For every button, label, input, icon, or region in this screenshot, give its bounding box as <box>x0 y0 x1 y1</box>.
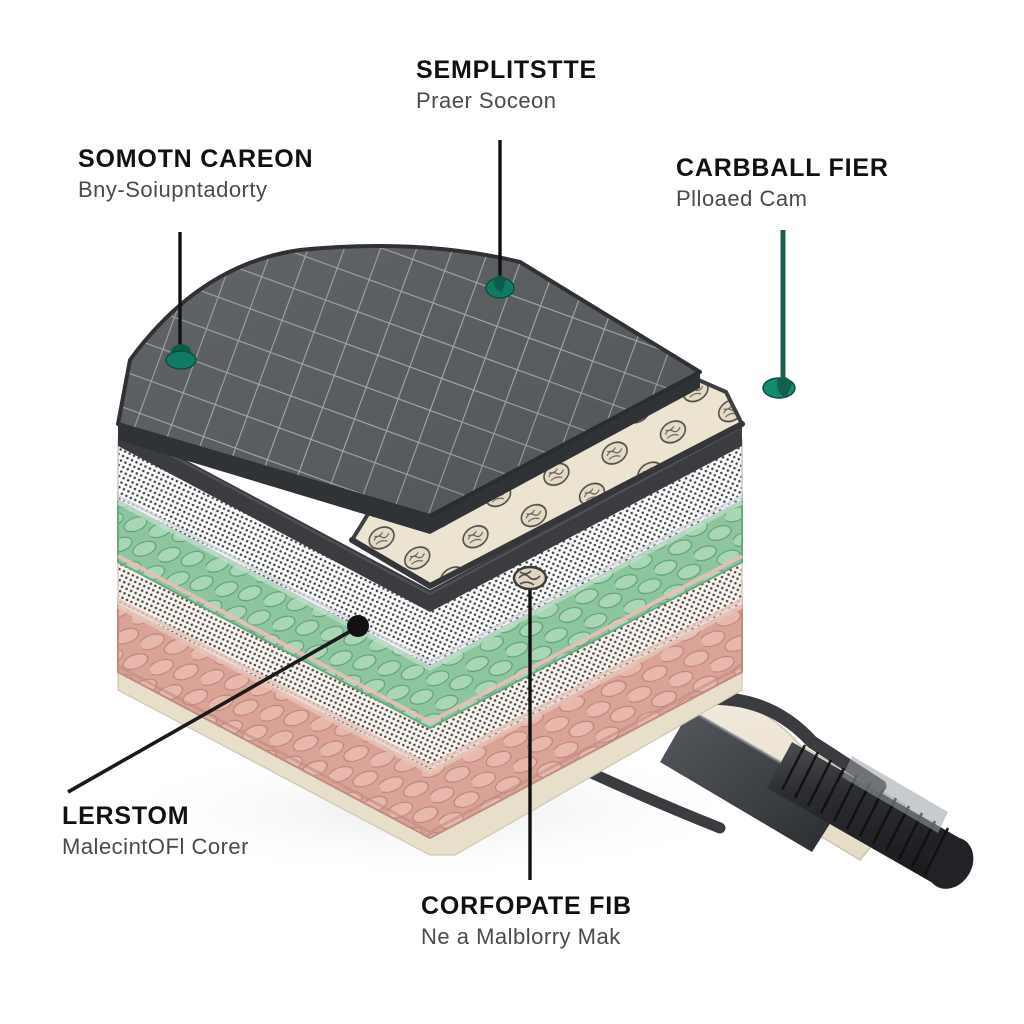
callout-bottom-center: CORFOPATE FIB Ne a Malblorry Mak <box>421 892 632 950</box>
handle-grip <box>767 742 974 889</box>
leader-line-top-center <box>485 140 515 299</box>
black-dot-marker <box>347 615 369 637</box>
callout-subtitle: Plloaed Cam <box>676 186 808 211</box>
callout-bottom-left: LERSTOM MalecintOFl Corer <box>62 802 249 860</box>
teal-pin-marker <box>165 350 197 370</box>
paddle-handle <box>579 689 974 889</box>
layer-dark-edge-band <box>118 424 742 612</box>
callout-title: CARBBALL FIER <box>676 154 889 182</box>
callout-title: SOMOTN CAREON <box>78 145 314 173</box>
callout-top-right: CARBBALL FIER Plloaed Cam <box>676 154 889 212</box>
callout-subtitle: MalecintOFl Corer <box>62 834 249 859</box>
callout-subtitle: Praer Soceon <box>416 88 557 113</box>
callout-subtitle: Ne a Malblorry Mak <box>421 924 621 949</box>
callout-title: SEMPLITSTTE <box>416 56 598 84</box>
leader-line-bottom-center <box>512 565 548 880</box>
layer-carbon-fiber-face <box>116 244 702 534</box>
leader-line-bottom-left <box>67 615 369 794</box>
leader-line-top-left <box>165 232 197 370</box>
leader-line-top-right <box>762 230 796 399</box>
layer-pink-woven <box>116 596 744 840</box>
layer-green-woven <box>116 492 744 730</box>
callout-top-left: SOMOTN CAREON Bny-Soiupntadorty <box>78 145 313 203</box>
callout-title: CORFOPATE FIB <box>421 892 632 920</box>
leader-lines <box>67 140 796 880</box>
callout-title: LERSTOM <box>62 802 190 830</box>
callout-subtitle: Bny-Soiupntadorty <box>78 177 268 202</box>
callout-top-center: SEMPLITSTTE Praer Soceon <box>416 56 597 114</box>
